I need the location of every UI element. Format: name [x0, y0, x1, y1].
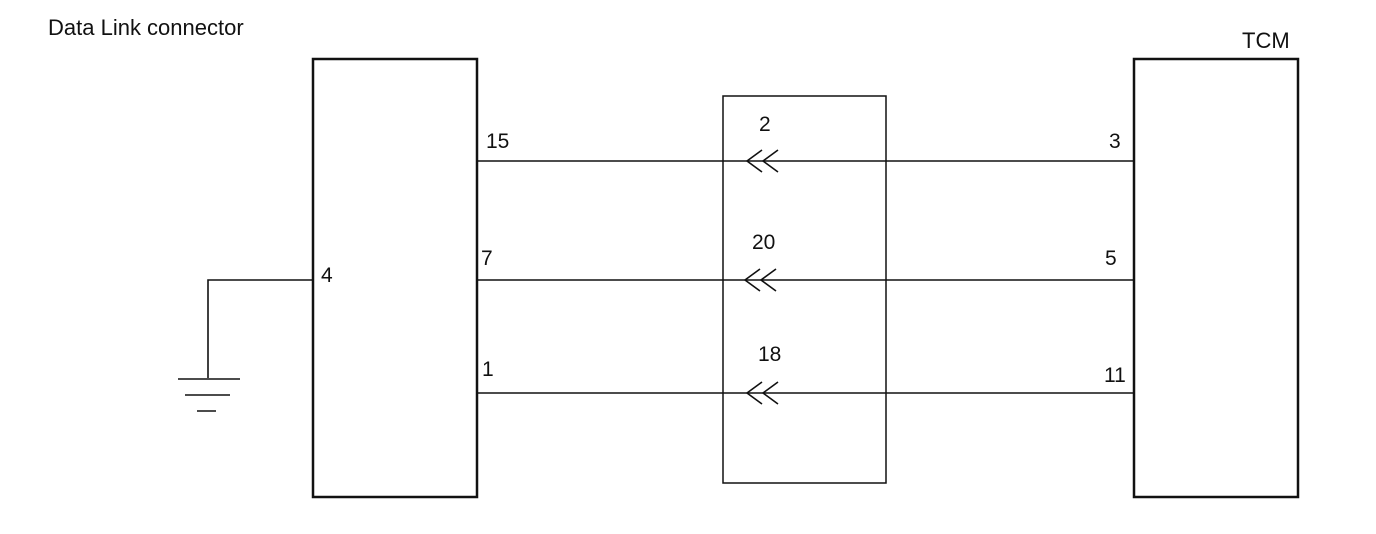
wire-row: 15 2 3 — [477, 113, 1134, 173]
wire-row: 7 20 5 — [477, 231, 1134, 292]
ground-circuit: 4 — [178, 264, 333, 412]
tcm-pin-label: 3 — [1109, 130, 1121, 153]
connector-pin-label: 18 — [758, 343, 781, 366]
dlc-title: Data Link connector — [48, 15, 244, 40]
connector-terminal-icon — [745, 149, 779, 173]
tcm-pin-label: 11 — [1104, 364, 1126, 387]
connector-terminal-icon — [743, 268, 777, 292]
dlc-pin-label: 15 — [486, 130, 509, 153]
dlc-pin-label: 1 — [482, 358, 494, 381]
dlc-pin-label: 7 — [481, 247, 493, 270]
tcm-title: TCM — [1242, 28, 1290, 53]
wire-row: 1 18 11 — [477, 343, 1134, 405]
connector-box — [722, 95, 887, 484]
tcm-pin-label: 5 — [1105, 247, 1117, 270]
tcm-box — [1132, 57, 1300, 499]
connector-terminal-icon — [745, 381, 779, 405]
ground-icon — [178, 378, 240, 412]
dlc-box — [311, 57, 479, 499]
connector-pin-label: 20 — [752, 231, 775, 254]
ground-wire — [207, 279, 313, 378]
dlc-pin-4-label: 4 — [321, 264, 333, 287]
connector-pin-label: 2 — [759, 113, 771, 136]
